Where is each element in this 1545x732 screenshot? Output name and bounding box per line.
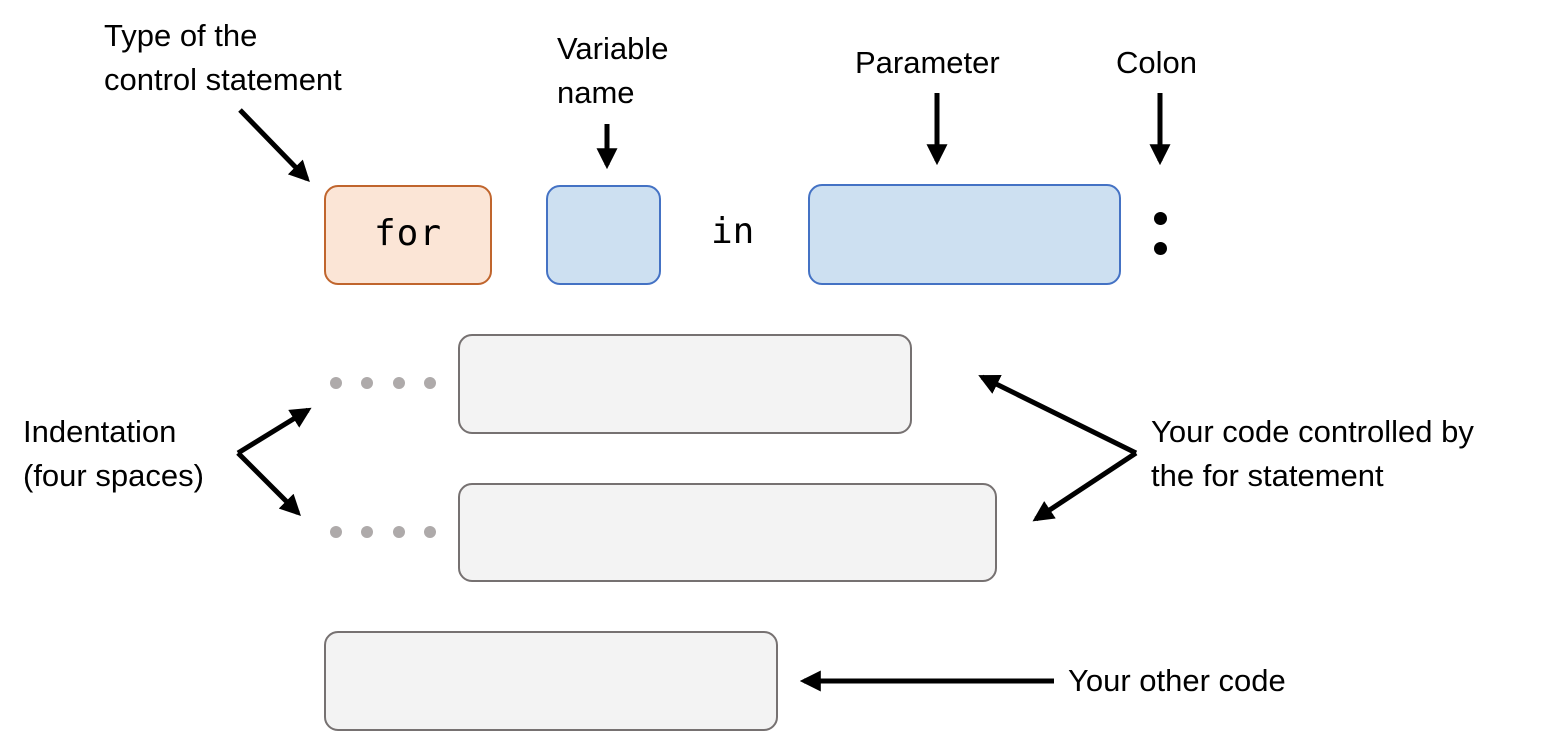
controlled-code-block-1: [458, 334, 912, 434]
variable-label-line1: Variable: [557, 31, 669, 66]
arrow-controlled-down-icon: [1032, 450, 1138, 522]
colon-label: Colon: [1116, 45, 1197, 80]
arrow-controlled-up-icon: [978, 374, 1138, 456]
arrow-indent-up-icon: [236, 407, 312, 456]
type-of-statement-label: Type of the control statement: [104, 14, 342, 102]
controlled-code-label: Your code controlled by the for statemen…: [1151, 410, 1474, 498]
other-code-block: [324, 631, 778, 731]
type-label-line2: control statement: [104, 62, 342, 97]
in-keyword: in: [711, 211, 755, 252]
controlled-label-line1: Your code controlled by: [1151, 414, 1474, 449]
arrow-to-for-icon: [238, 108, 310, 183]
arrow-indent-down-icon: [236, 451, 301, 516]
parameter-label: Parameter: [855, 45, 1000, 80]
other-code-label: Your other code: [1068, 663, 1286, 698]
indentation-label-line1: Indentation: [23, 414, 177, 449]
variable-name-box: [546, 185, 661, 285]
controlled-label-line2: the for statement: [1151, 458, 1384, 493]
variable-name-label: Variable name: [557, 27, 668, 115]
parameter-box: [808, 184, 1121, 285]
indentation-label-line2: (four spaces): [23, 458, 204, 493]
for-keyword-box: for: [324, 185, 492, 285]
controlled-code-block-2: [458, 483, 997, 582]
indentation-label: Indentation (four spaces): [23, 410, 204, 498]
type-label-line1: Type of the: [104, 18, 258, 53]
for-keyword: for: [373, 213, 443, 254]
variable-label-line2: name: [557, 75, 635, 110]
